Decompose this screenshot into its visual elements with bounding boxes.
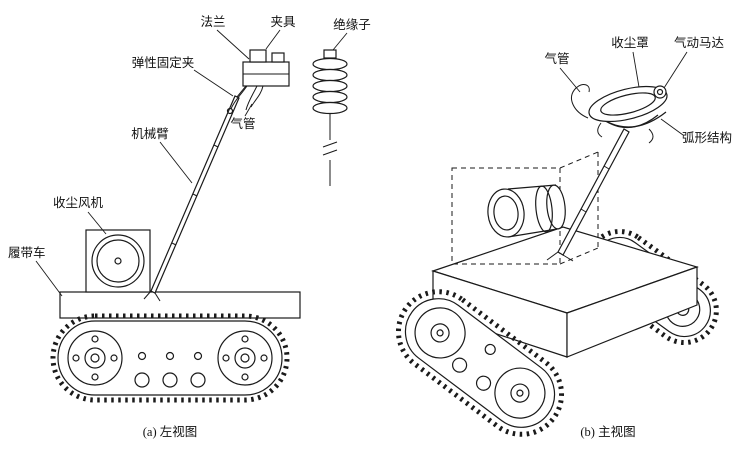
leader-line xyxy=(87,211,107,235)
roller xyxy=(134,372,150,388)
label-air-tube-left: 气管 xyxy=(230,116,255,131)
break-mark xyxy=(322,141,338,148)
left-caption: (a) 左视图 xyxy=(143,424,198,439)
hood-ring-inner xyxy=(600,92,656,116)
label-air-tube-right: 气管 xyxy=(544,51,569,66)
label-dust-fan: 收尘风机 xyxy=(53,196,104,210)
leader-line xyxy=(35,260,63,297)
front-track xyxy=(395,289,565,437)
right-caption: (b) 主视图 xyxy=(580,424,635,439)
leader-line xyxy=(332,32,348,51)
leader-line xyxy=(663,51,688,89)
left-sprocket xyxy=(67,330,123,386)
clamp-head-assembly xyxy=(226,49,290,115)
label-pneumatic-motor: 气动马达 xyxy=(674,35,725,50)
hood-ring-outer xyxy=(588,85,668,123)
elastic-clamp-prong xyxy=(230,85,248,110)
dust-fan xyxy=(85,229,151,293)
leader-line xyxy=(244,103,253,117)
right-sprocket xyxy=(217,330,273,386)
air-tube-curl xyxy=(571,84,590,119)
leader-line xyxy=(265,29,281,50)
leader-line xyxy=(632,51,640,88)
air-tube-line xyxy=(250,85,264,108)
break-mark xyxy=(322,149,338,156)
roller xyxy=(162,372,178,388)
pneumatic-motor xyxy=(653,85,667,99)
leader-line xyxy=(216,29,250,60)
label-dust-hood: 收尘罩 xyxy=(611,36,649,50)
label-flange: 法兰 xyxy=(200,15,225,29)
label-clamp: 夹具 xyxy=(270,15,296,29)
leader-line xyxy=(660,118,684,136)
mechanical-arm xyxy=(143,95,240,302)
track-tread xyxy=(50,313,290,403)
leader-line xyxy=(193,69,234,97)
dust-fan-cylinder xyxy=(487,184,566,238)
elastic-clamp-prong xyxy=(245,85,258,111)
mechanical-arm-iso xyxy=(546,128,630,262)
leader-line xyxy=(559,67,581,93)
right-figure-front-view: 气管 收尘罩 气动马达 弧形结构 (b) 主视图 xyxy=(395,35,732,439)
label-arc-structure: 弧形结构 xyxy=(682,130,732,145)
label-insulator: 绝缘子 xyxy=(333,17,371,32)
label-tracked-vehicle: 履带车 xyxy=(8,245,46,260)
insulator xyxy=(312,49,348,186)
leader-line xyxy=(159,141,193,184)
label-mech-arm: 机械臂 xyxy=(131,126,169,141)
vehicle-body-iso xyxy=(431,226,699,358)
hook xyxy=(648,128,654,144)
label-elastic-clamp: 弹性固定夹 xyxy=(132,55,195,70)
track-assembly xyxy=(50,313,290,403)
roller xyxy=(190,372,206,388)
hook xyxy=(597,122,603,138)
dust-hood-assembly xyxy=(571,84,668,144)
left-figure-side-view: 法兰 夹具 绝缘子 弹性固定夹 气管 机械臂 收尘风机 履带车 (a) 左视图 xyxy=(8,15,371,439)
clamp-block xyxy=(249,49,267,63)
body-right-face xyxy=(566,266,698,358)
